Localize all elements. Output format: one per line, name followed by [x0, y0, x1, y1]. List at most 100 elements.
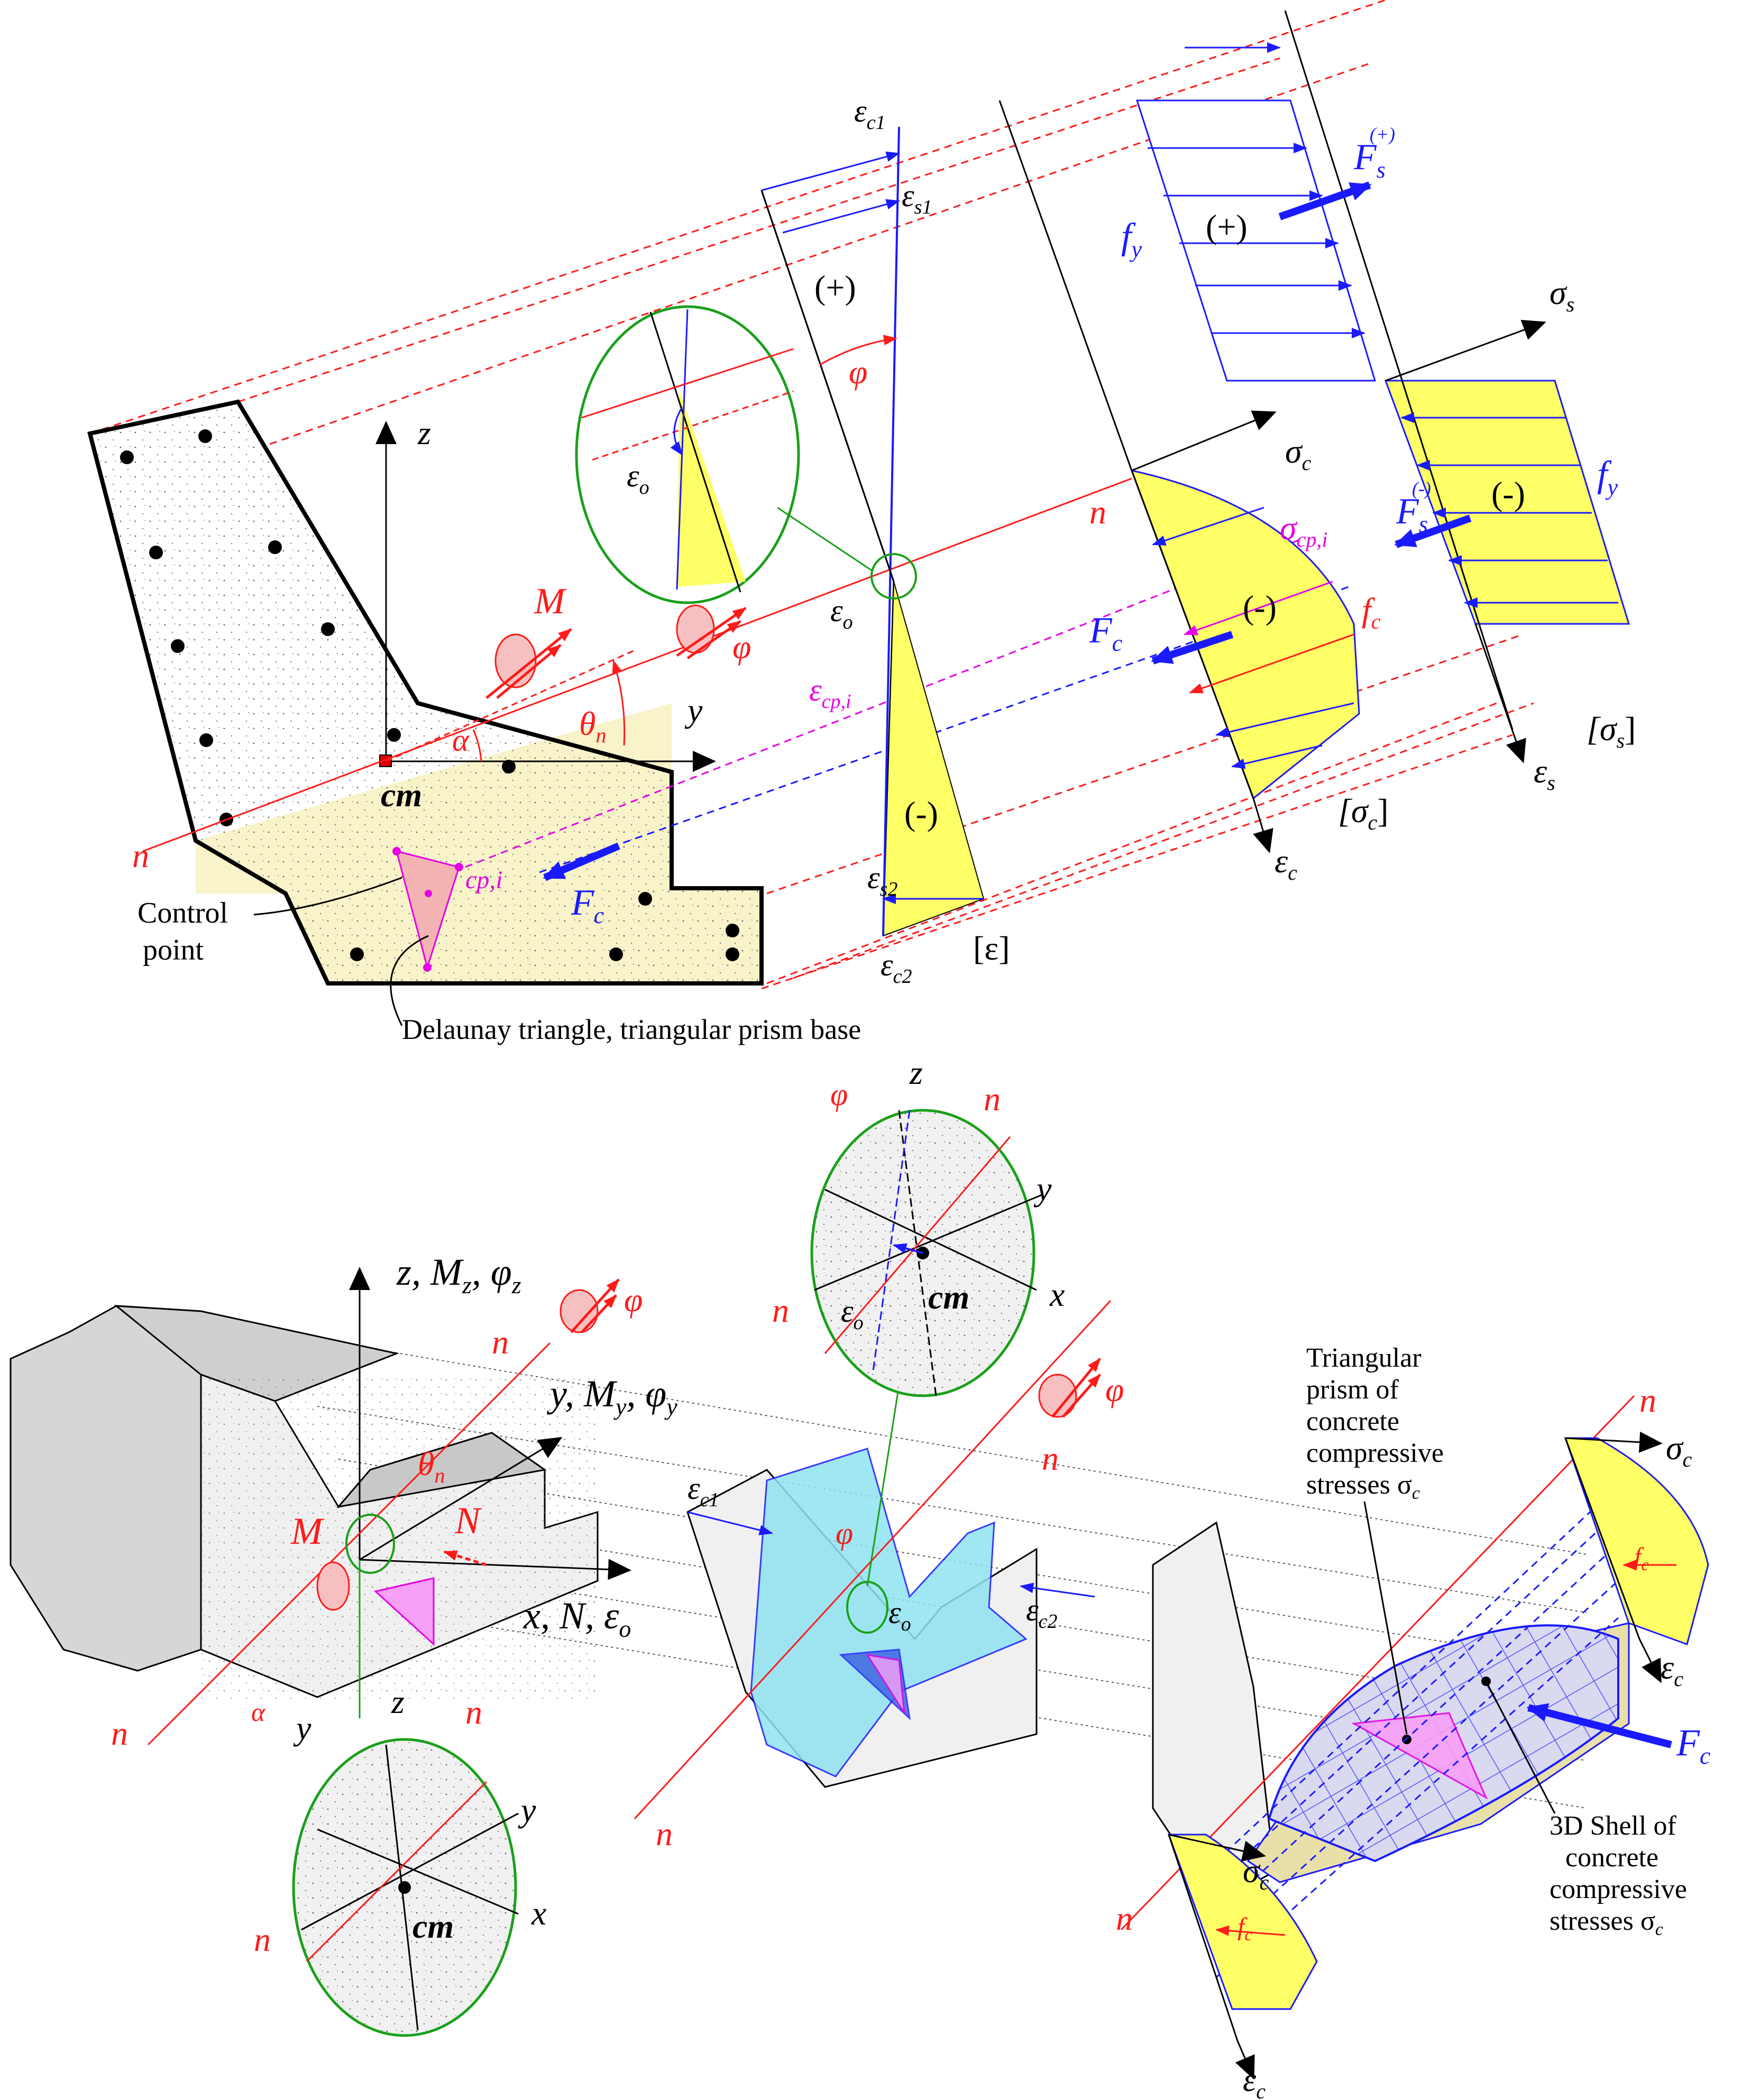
sigma-s-axis-label: σs	[1550, 274, 1574, 316]
prism-label: Triangular prism of concrete compressive…	[1306, 1343, 1444, 1735]
cm-label-mid: cm	[928, 1278, 969, 1316]
eps-o-zoom-label: εo	[627, 458, 649, 499]
sigma-c-bracket-label: [σc]	[1338, 792, 1389, 834]
neutral-axis-bottom-mid	[634, 1300, 1112, 1820]
zoom-ellipse-bottom-left: cm y x n	[254, 1738, 546, 2037]
x-label-mid: x	[1049, 1276, 1065, 1313]
svg-text:concrete: concrete	[1306, 1406, 1399, 1436]
concrete-stress-diagram: Fc (-) σcp,i fc σc εc [σc]	[998, 100, 1389, 885]
n-label-mid-1: n	[656, 1815, 673, 1853]
x-label-bl-zoom: x	[531, 1894, 546, 1932]
svg-text:compressive: compressive	[1550, 1874, 1687, 1904]
svg-text:3D Shell of: 3D Shell of	[1550, 1811, 1676, 1841]
curvature-phi-symbol: φ	[676, 604, 751, 666]
alpha-label: α	[452, 723, 470, 758]
rebars	[120, 429, 739, 961]
phi-label-zoom-mid: φ	[830, 1077, 848, 1112]
strain-plane-3d: εc1 εc2 εo φ n n φ	[634, 1300, 1124, 1853]
Fs-plus-arrow	[1278, 181, 1372, 220]
bottom-left-axes: z, Mz, φz y, My, φy x, N, εo N M θn α y …	[111, 1251, 677, 1752]
sigma-c-axis-label: σc	[1285, 432, 1312, 475]
n-label-right: n	[1089, 493, 1106, 531]
svg-text:Control: Control	[137, 897, 228, 929]
eps-c2-label: εc2	[881, 947, 912, 988]
plus-label-steel: (+)	[1206, 208, 1248, 245]
n-label-br: n	[1116, 1900, 1133, 1937]
svg-text:prism of: prism of	[1306, 1375, 1399, 1405]
svg-text:stresses σc: stresses σc	[1306, 1470, 1420, 1503]
z-axis-label: z	[417, 414, 431, 452]
n-label-bl-zoom: n	[254, 1921, 271, 1958]
alpha-arc	[472, 729, 482, 762]
eps-o-label-3d: εo	[888, 1595, 911, 1635]
stress-shell-3d: σc fc εc n σc fc εc n Fc Tria	[1116, 1343, 1710, 2100]
eps-c-axis-label: εc	[1275, 842, 1297, 885]
Fs-minus-label: Fs(-)	[1396, 478, 1431, 537]
top-axes: z y cm	[375, 414, 716, 814]
z-label-bottom-left: z	[391, 1683, 405, 1720]
M-label-bottom: M	[290, 1510, 325, 1552]
sigma-cpi-label: σcp,i	[1280, 509, 1327, 551]
eps-o-circle	[870, 553, 917, 600]
cm-circle-left	[345, 1514, 395, 1574]
N-label: N	[454, 1499, 482, 1542]
eps-o-label-zoom-mid: εo	[841, 1294, 864, 1334]
z-Mz-phiz-label: z, Mz, φz	[396, 1251, 521, 1298]
fy-label-top: fy	[1121, 216, 1142, 262]
fc-label-top: fc	[1362, 591, 1381, 633]
n-label-zoom-mid-1: n	[984, 1080, 1001, 1118]
svg-text:φ: φ	[624, 1281, 643, 1319]
n-label-tr: n	[1639, 1381, 1656, 1419]
Fc-label-3d: Fc	[1676, 1721, 1710, 1769]
prism-triangle-left	[373, 1577, 435, 1646]
theta-label: θn	[579, 705, 606, 747]
Fc-arrow-section	[543, 842, 620, 881]
prism-triangle-right	[1351, 1712, 1488, 1800]
eps-s1-label: εs1	[902, 178, 932, 218]
control-point	[425, 890, 432, 897]
neutral-axis-bottom-left	[147, 1342, 551, 1746]
n-label-bl-3: n	[465, 1693, 482, 1731]
Fs-minus-arrow	[1394, 514, 1472, 548]
strain-bracket-label: [ε]	[973, 929, 1010, 967]
phi-symbol-bl: φ	[560, 1278, 643, 1333]
sigma-s-bracket-label: [σs]	[1587, 710, 1636, 752]
Fc-arrow-3d	[1526, 1703, 1672, 1748]
M-label: M	[534, 581, 567, 622]
steel-stress-diagram: (+) (-) fy fy Fs(+) Fs(-) σs εs [σs]	[1121, 10, 1636, 795]
svg-text:compressive: compressive	[1306, 1438, 1444, 1468]
svg-text:point: point	[143, 934, 204, 966]
n-label-bl-1: n	[492, 1323, 509, 1361]
strain-diagram: φ (+) (-) εc1 εs1 εo εcp,i εs2 εc2 [ε]	[760, 94, 1010, 988]
beam-3d	[10, 1305, 599, 1702]
z-label-mid: z	[909, 1054, 923, 1091]
N-arrow	[443, 1550, 487, 1567]
eps-o-label: εo	[830, 593, 853, 633]
eps-s2-label: εs2	[867, 860, 897, 900]
stress-profile-bottom-right: σc fc εc n	[1116, 1834, 1318, 2100]
minus-label-strain: (-)	[904, 795, 938, 832]
n-label-left: n	[132, 837, 149, 874]
Fs-plus-label: Fs(+)	[1353, 124, 1395, 183]
eps-c1-label-3d: εc1	[687, 1471, 719, 1511]
n-label-zoom-mid-2: n	[772, 1292, 789, 1329]
phi-label-strain: φ	[849, 353, 867, 391]
top-section-group: z y cm n n α θn M φ cp,i Con	[87, 0, 1636, 1045]
control-point-label: Control point	[137, 877, 402, 966]
plus-label-strain: (+)	[814, 269, 856, 306]
bottom-3d-group: z, Mz, φz y, My, φy x, N, εo N M θn α y …	[10, 1054, 1710, 2100]
cm-label: cm	[381, 776, 422, 814]
eps-c-label-br: εc	[1243, 2061, 1266, 2100]
y-label-mid: y	[1033, 1170, 1052, 1208]
n-label-bl-2: n	[111, 1715, 128, 1752]
eps-c-label-tr: εc	[1661, 1648, 1683, 1691]
neutral-axis-top	[142, 477, 1132, 852]
cp-i-label: cp,i	[465, 866, 503, 894]
x-N-eps-label: x, N, εo	[523, 1595, 631, 1642]
theta-arc	[612, 660, 626, 746]
cross-section	[87, 399, 764, 985]
theta-label-bottom: θn	[418, 1445, 445, 1487]
Fc-label-stress: Fc	[1089, 610, 1123, 656]
sigma-c-label-tr: σc	[1666, 1429, 1692, 1471]
